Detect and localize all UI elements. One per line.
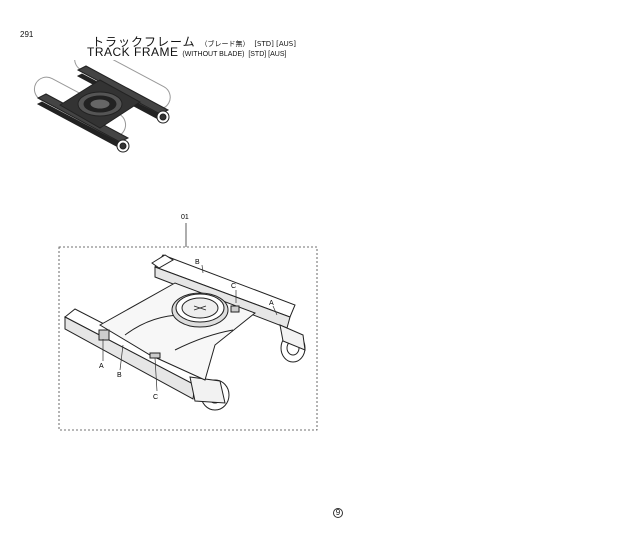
title-jp-note: （ブレード無） xyxy=(200,40,250,48)
title-english: TRACK FRAME (WITHOUT BLADE) [STD] [AUS] xyxy=(87,45,286,59)
callout-c-top: C xyxy=(231,283,236,290)
callout-a-left: A xyxy=(99,363,104,370)
callout-b-left: B xyxy=(117,372,122,379)
callout-c-bottom: C xyxy=(153,394,158,401)
title-jp-tags: [STD] [AUS] xyxy=(254,40,296,48)
page-number: 291 xyxy=(20,30,34,39)
callout-a-right: A xyxy=(269,300,274,307)
callout-b-top: B xyxy=(195,259,200,266)
overview-track-frame-illustration xyxy=(33,60,171,153)
callout-part-01: 01 xyxy=(181,214,189,221)
track-frame-detail-illustration: 01 B C A A B C xyxy=(58,214,318,431)
footer-circled-mark: 9 xyxy=(333,508,343,518)
title-japanese: トラックフレーム （ブレード無） [STD] [AUS] xyxy=(92,33,296,50)
title-en-tags: [STD] [AUS] xyxy=(248,51,287,58)
title-en-main: TRACK FRAME xyxy=(87,45,179,59)
title-jp-main: トラックフレーム xyxy=(92,35,196,49)
assembly-dashed-border xyxy=(58,246,318,431)
title-en-note: (WITHOUT BLADE) xyxy=(182,51,245,58)
